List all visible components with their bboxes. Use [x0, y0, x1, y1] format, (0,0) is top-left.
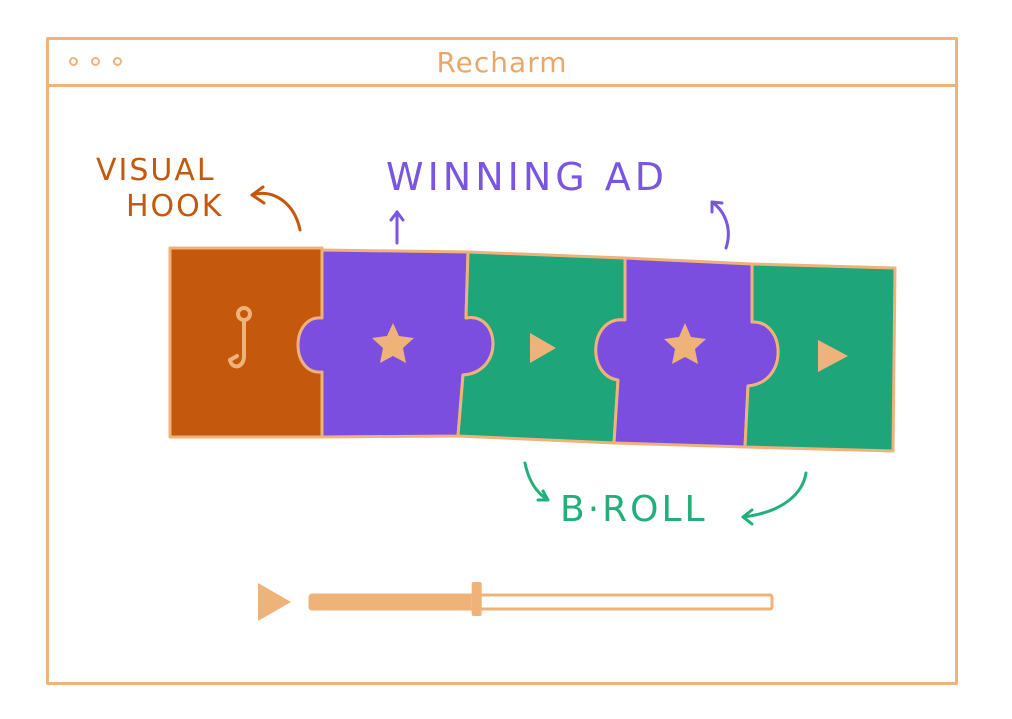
b-roll-arrow-right [741, 471, 808, 526]
window-title: Recharm [436, 46, 568, 79]
play-icon [818, 340, 848, 372]
winning-ad-arrow-left [389, 210, 405, 245]
title-bar: Recharm [49, 40, 955, 87]
window-close-dot[interactable] [69, 57, 78, 66]
b-roll-label: B·Roll [560, 489, 708, 530]
b-roll-arrow-left [523, 461, 550, 502]
visual-hook-label: Visual Hook [96, 153, 256, 225]
visual-hook-label-line2: Hook [126, 189, 224, 224]
star-icon [372, 323, 414, 363]
progress-handle[interactable] [471, 582, 482, 616]
window-minimize-dot[interactable] [91, 57, 100, 66]
window-controls [69, 57, 122, 66]
app-window: Recharm [46, 37, 958, 685]
window-maximize-dot[interactable] [113, 57, 122, 66]
player-play-icon[interactable] [258, 583, 291, 621]
visual-hook-arrow [250, 185, 302, 232]
progress-fill [310, 595, 472, 609]
visual-hook-label-line1: Visual [96, 153, 216, 188]
winning-ad-arrow-right [710, 200, 730, 250]
hook-icon [228, 306, 252, 369]
winning-ad-label: Winning Ad [386, 155, 669, 199]
star-icon [664, 323, 706, 364]
play-icon [530, 333, 556, 363]
